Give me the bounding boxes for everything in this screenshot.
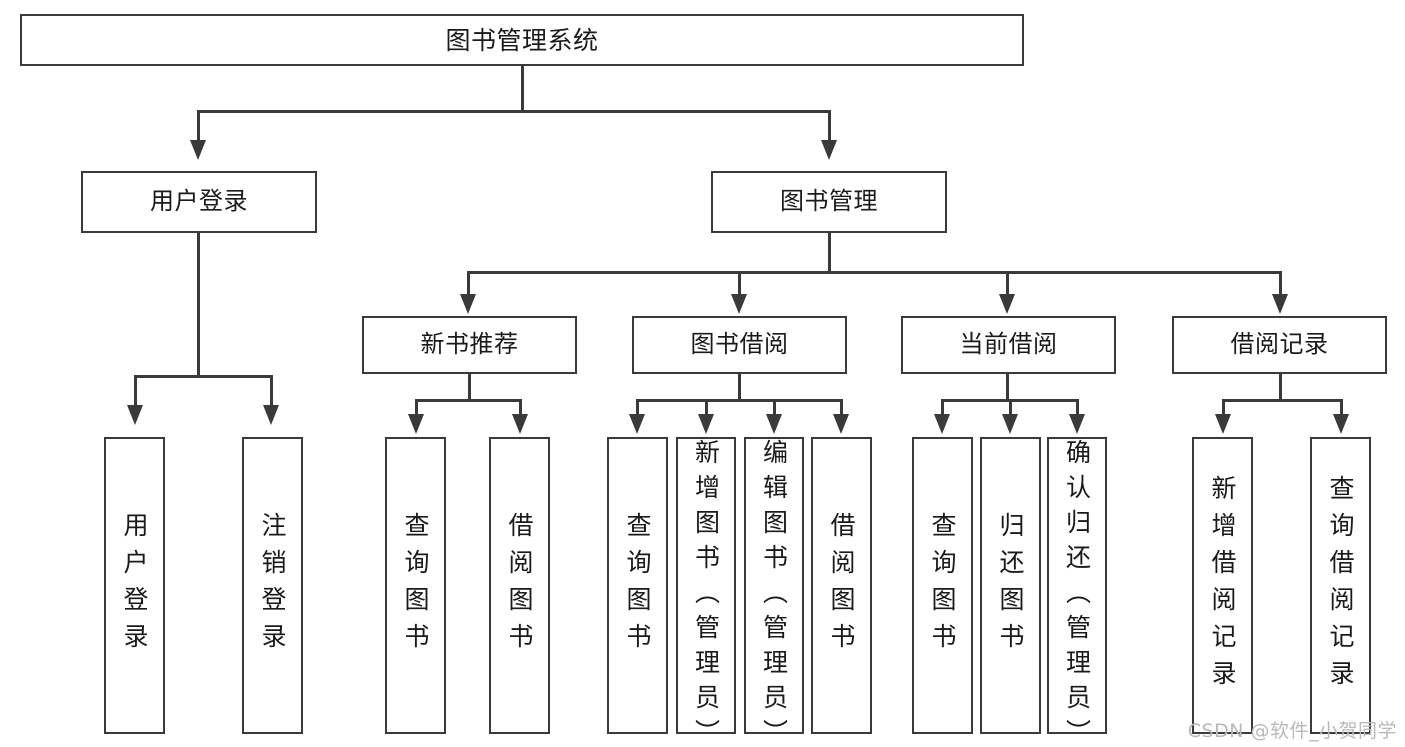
connector-book-borrow-stem [738, 374, 741, 401]
csdn-watermark: CSDN @软件_小贺同学 [1187, 720, 1397, 742]
connector-borrow-record-stem [1279, 374, 1282, 401]
node-leaf-user-login-label: 用户登录 [120, 511, 149, 660]
connector-root-bus [197, 110, 829, 113]
connector-new-book-bus [415, 399, 521, 402]
arrowhead-user-login-to-leaf-1 [127, 405, 143, 425]
arrowhead-user-login-to-leaf-2 [263, 405, 279, 425]
arrowhead-br-to-leaf-2 [1333, 414, 1349, 434]
connector-new-book-stem [468, 374, 471, 401]
node-leaf-borrow-book-1-label: 借阅图书 [505, 511, 534, 660]
node-current-borrow[interactable]: 当前借阅 [901, 316, 1116, 374]
node-root-label: 图书管理系统 [445, 25, 599, 55]
node-leaf-borrow-book-2-label: 借阅图书 [827, 511, 856, 660]
connector-bb-to-leaf-2 [705, 399, 708, 415]
node-user-login-label: 用户登录 [150, 187, 248, 216]
connector-bb-to-leaf-1 [636, 399, 639, 415]
node-leaf-return-book[interactable]: 归还图书 [980, 437, 1041, 734]
connector-root-to-user-login [197, 110, 200, 140]
connector-user-login-bus [134, 375, 272, 378]
arrowhead-bb-to-leaf-4 [833, 414, 849, 434]
node-leaf-edit-book-label: 编辑图书（管理员） [759, 439, 789, 747]
connector-cb-to-leaf-2 [1009, 399, 1012, 415]
arrowhead-root-to-user-login [190, 140, 206, 160]
node-leaf-borrow-book-1[interactable]: 借阅图书 [489, 437, 550, 734]
node-leaf-logout-label: 注销登录 [258, 511, 287, 660]
arrowhead-bb-to-leaf-2 [698, 414, 714, 434]
node-borrow-record[interactable]: 借阅记录 [1172, 316, 1387, 374]
arrowhead-root-to-book-management [821, 140, 837, 160]
node-leaf-logout[interactable]: 注销登录 [242, 437, 303, 734]
node-current-borrow-label: 当前借阅 [959, 330, 1058, 359]
node-leaf-add-book-label: 新增图书（管理员） [691, 439, 721, 747]
connector-br-to-leaf-2 [1340, 399, 1343, 415]
node-leaf-query-book-1[interactable]: 查询图书 [385, 437, 446, 734]
node-book-management[interactable]: 图书管理 [711, 171, 947, 233]
connector-book-management-bus [467, 271, 1281, 274]
node-leaf-add-book[interactable]: 新增图书（管理员） [676, 437, 736, 747]
node-book-management-label: 图书管理 [780, 187, 878, 216]
node-leaf-query-book-2-label: 查询图书 [623, 511, 652, 660]
arrowhead-br-to-leaf-1 [1215, 414, 1231, 434]
arrowhead-bm-to-borrow-record [1272, 294, 1288, 314]
arrowhead-bm-to-current-borrow [999, 294, 1015, 314]
node-leaf-add-record-label: 新增借阅记录 [1208, 474, 1237, 697]
node-borrow-record-label: 借阅记录 [1230, 330, 1329, 359]
node-new-book-recommend[interactable]: 新书推荐 [362, 316, 577, 374]
connector-bm-to-current-borrow [1006, 271, 1009, 296]
connector-book-borrow-bus [636, 399, 842, 402]
arrowhead-bb-to-leaf-3 [766, 414, 782, 434]
connector-bm-to-new-book [467, 271, 470, 296]
arrowhead-nb-to-leaf-2 [512, 414, 528, 434]
arrowhead-cb-to-leaf-1 [934, 414, 950, 434]
connector-book-management-stem [828, 232, 831, 273]
connector-bb-to-leaf-4 [840, 399, 843, 415]
connector-user-login-to-leaf-1 [134, 375, 137, 405]
node-leaf-query-book-1-label: 查询图书 [401, 511, 430, 660]
node-leaf-query-record-label: 查询借阅记录 [1326, 474, 1355, 697]
node-leaf-user-login[interactable]: 用户登录 [104, 437, 165, 734]
node-leaf-confirm-return-label: 确认归还（管理员） [1062, 439, 1092, 747]
arrowhead-nb-to-leaf-1 [408, 414, 424, 434]
connector-root-stem [521, 66, 524, 111]
node-leaf-return-book-label: 归还图书 [996, 511, 1025, 660]
node-leaf-add-record[interactable]: 新增借阅记录 [1192, 437, 1253, 734]
connector-bm-to-book-borrow [738, 271, 741, 296]
node-new-book-recommend-label: 新书推荐 [420, 330, 519, 359]
connector-bb-to-leaf-3 [773, 399, 776, 415]
connector-nb-to-leaf-1 [415, 399, 418, 415]
node-book-borrow[interactable]: 图书借阅 [632, 316, 847, 374]
node-leaf-query-book-3-label: 查询图书 [928, 511, 957, 660]
connector-cb-to-leaf-3 [1076, 399, 1079, 415]
node-leaf-confirm-return[interactable]: 确认归还（管理员） [1047, 437, 1107, 747]
arrowhead-cb-to-leaf-3 [1069, 414, 1085, 434]
node-leaf-query-record[interactable]: 查询借阅记录 [1310, 437, 1371, 734]
connector-root-to-book-management [828, 110, 831, 140]
arrowhead-bm-to-new-book [460, 294, 476, 314]
connector-current-borrow-stem [1006, 374, 1009, 401]
connector-br-to-leaf-1 [1222, 399, 1225, 415]
arrowhead-bb-to-leaf-1 [629, 414, 645, 434]
connector-borrow-record-bus [1222, 399, 1342, 402]
node-book-borrow-label: 图书借阅 [690, 330, 789, 359]
node-leaf-query-book-2[interactable]: 查询图书 [607, 437, 668, 734]
node-leaf-edit-book[interactable]: 编辑图书（管理员） [744, 437, 804, 747]
connector-bm-to-borrow-record [1279, 271, 1282, 296]
connector-cb-to-leaf-1 [941, 399, 944, 415]
node-root[interactable]: 图书管理系统 [20, 14, 1024, 66]
connector-nb-to-leaf-2 [519, 399, 522, 415]
node-user-login[interactable]: 用户登录 [81, 171, 317, 233]
connector-user-login-to-leaf-2 [270, 375, 273, 405]
node-leaf-query-book-3[interactable]: 查询图书 [912, 437, 973, 734]
arrowhead-bm-to-book-borrow [731, 294, 747, 314]
node-leaf-borrow-book-2[interactable]: 借阅图书 [811, 437, 872, 734]
connector-user-login-stem [197, 232, 200, 377]
arrowhead-cb-to-leaf-2 [1002, 414, 1018, 434]
